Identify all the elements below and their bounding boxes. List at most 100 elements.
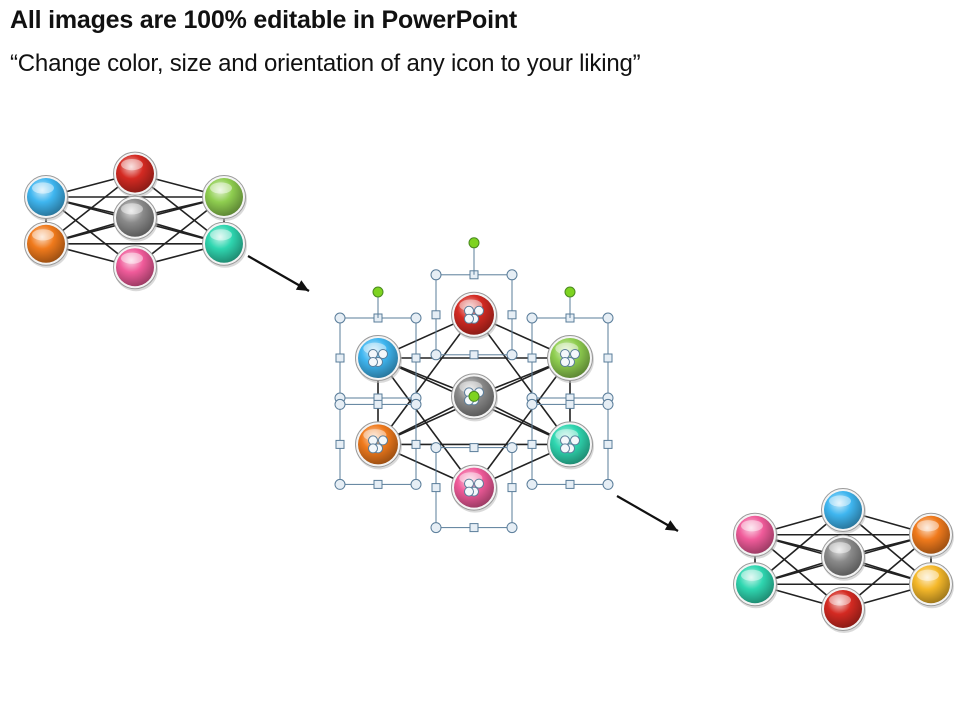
resize-handle[interactable] bbox=[411, 439, 421, 449]
resize-handle[interactable] bbox=[410, 312, 422, 324]
resize-handle[interactable] bbox=[411, 353, 421, 363]
resize-handle[interactable] bbox=[410, 478, 422, 490]
resize-handle[interactable] bbox=[373, 399, 383, 409]
resize-handle[interactable] bbox=[430, 349, 442, 361]
sphere-handle-cluster[interactable] bbox=[560, 435, 580, 454]
resize-handle[interactable] bbox=[560, 443, 570, 454]
node-highlight bbox=[121, 252, 143, 264]
top-node[interactable] bbox=[113, 151, 159, 198]
resize-handle[interactable] bbox=[474, 478, 484, 489]
resize-handle[interactable] bbox=[506, 442, 518, 454]
node-sphere bbox=[736, 515, 774, 554]
node-sphere bbox=[736, 565, 774, 604]
resize-handle[interactable] bbox=[506, 269, 518, 281]
upper-right-node[interactable] bbox=[909, 512, 955, 559]
resize-handle[interactable] bbox=[560, 357, 570, 367]
upper-left-node[interactable] bbox=[733, 512, 779, 559]
network-diagram-original[interactable] bbox=[24, 151, 248, 292]
resize-handle[interactable] bbox=[527, 353, 537, 363]
lower-left-node[interactable] bbox=[355, 421, 403, 470]
rotate-handle[interactable] bbox=[468, 237, 480, 249]
node-sphere bbox=[824, 590, 862, 628]
resize-handle[interactable] bbox=[334, 398, 346, 410]
rotate-handle[interactable] bbox=[372, 286, 384, 298]
resize-handle[interactable] bbox=[373, 479, 383, 489]
top-node[interactable] bbox=[451, 291, 499, 340]
resize-handle[interactable] bbox=[603, 439, 613, 449]
upper-left-node[interactable] bbox=[24, 175, 70, 222]
lower-left-node[interactable] bbox=[24, 221, 70, 268]
node-sphere bbox=[116, 198, 154, 237]
resize-handle[interactable] bbox=[430, 269, 442, 281]
node-sphere bbox=[27, 178, 65, 216]
bottom-node[interactable] bbox=[113, 245, 159, 292]
resize-handle[interactable] bbox=[378, 349, 388, 359]
resize-handle[interactable] bbox=[506, 522, 518, 534]
upper-right-node[interactable] bbox=[202, 175, 248, 222]
sphere-handle-cluster[interactable] bbox=[560, 349, 580, 367]
sphere-handle-cluster[interactable] bbox=[368, 349, 388, 367]
node-sphere bbox=[205, 224, 243, 263]
resize-handle[interactable] bbox=[602, 312, 614, 324]
resize-handle[interactable] bbox=[469, 523, 479, 533]
sphere-handle-cluster[interactable] bbox=[464, 305, 484, 324]
lower-left-node[interactable] bbox=[733, 562, 779, 609]
resize-handle[interactable] bbox=[334, 478, 346, 490]
resize-handle[interactable] bbox=[334, 312, 346, 324]
resize-handle[interactable] bbox=[570, 435, 580, 446]
slide-subtitle: “Change color, size and orientation of a… bbox=[10, 50, 641, 77]
selection-handles[interactable] bbox=[334, 237, 614, 534]
sphere-handle-cluster[interactable] bbox=[368, 435, 388, 454]
node-sphere bbox=[824, 537, 862, 576]
resize-handle[interactable] bbox=[526, 398, 538, 410]
node-highlight bbox=[741, 569, 763, 581]
node-sphere bbox=[912, 565, 950, 604]
resize-handle[interactable] bbox=[430, 442, 442, 454]
resize-handle[interactable] bbox=[368, 443, 378, 454]
center-node[interactable] bbox=[821, 534, 867, 581]
resize-handle[interactable] bbox=[603, 353, 613, 363]
bottom-node[interactable] bbox=[821, 587, 867, 634]
network-diagram-selected[interactable] bbox=[334, 237, 614, 534]
node-highlight bbox=[210, 229, 232, 241]
node-highlight bbox=[917, 569, 939, 581]
lower-right-node[interactable] bbox=[202, 221, 248, 268]
node-highlight bbox=[917, 520, 939, 532]
connector-line bbox=[473, 357, 571, 489]
resize-handle[interactable] bbox=[378, 435, 388, 446]
network-diagram-recolored[interactable] bbox=[733, 488, 955, 634]
resize-handle[interactable] bbox=[431, 310, 441, 320]
resize-handle[interactable] bbox=[565, 479, 575, 489]
resize-handle[interactable] bbox=[507, 310, 517, 320]
node-highlight bbox=[741, 520, 763, 532]
resize-handle[interactable] bbox=[469, 443, 479, 453]
resize-handle[interactable] bbox=[335, 353, 345, 363]
slide-title: All images are 100% editable in PowerPoi… bbox=[10, 6, 518, 34]
resize-handle[interactable] bbox=[507, 483, 517, 493]
resize-handle[interactable] bbox=[431, 483, 441, 493]
node-highlight bbox=[829, 542, 851, 554]
resize-handle[interactable] bbox=[602, 478, 614, 490]
arrow-head bbox=[295, 280, 309, 291]
resize-handle[interactable] bbox=[474, 305, 484, 316]
resize-handle[interactable] bbox=[526, 312, 538, 324]
resize-handle[interactable] bbox=[430, 522, 442, 534]
resize-handle[interactable] bbox=[565, 399, 575, 409]
resize-handle[interactable] bbox=[410, 398, 422, 410]
lower-right-node[interactable] bbox=[909, 562, 955, 609]
resize-handle[interactable] bbox=[526, 478, 538, 490]
rotate-handle[interactable] bbox=[564, 286, 576, 298]
resize-handle[interactable] bbox=[469, 350, 479, 360]
resize-handle[interactable] bbox=[335, 439, 345, 449]
resize-handle[interactable] bbox=[464, 486, 474, 497]
resize-handle[interactable] bbox=[368, 357, 378, 367]
center-node[interactable] bbox=[113, 195, 159, 242]
resize-handle[interactable] bbox=[464, 313, 474, 324]
sphere-handle-cluster[interactable] bbox=[464, 478, 484, 497]
resize-handle[interactable] bbox=[570, 349, 580, 359]
resize-handle[interactable] bbox=[506, 349, 518, 361]
resize-handle[interactable] bbox=[602, 398, 614, 410]
resize-handle[interactable] bbox=[527, 439, 537, 449]
top-node[interactable] bbox=[821, 488, 867, 535]
rotate-handle[interactable] bbox=[468, 390, 480, 402]
